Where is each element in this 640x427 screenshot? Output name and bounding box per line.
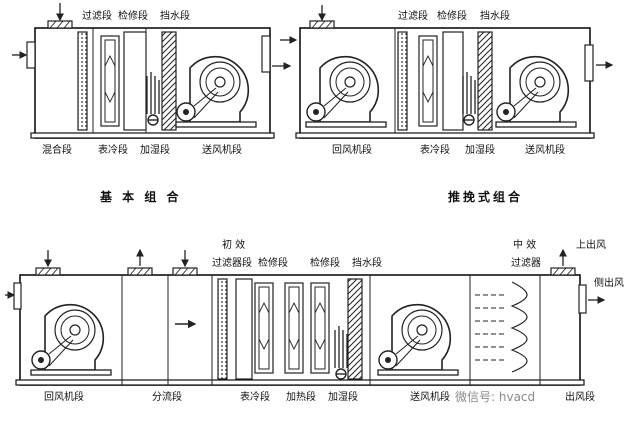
label-access-section-2: 检修段 bbox=[310, 258, 340, 269]
label-heating-section: 加热段 bbox=[286, 392, 316, 403]
label-return-fan-section: 回风机段 bbox=[44, 392, 84, 403]
title-basic-combination: 基 本 组 合 bbox=[100, 190, 182, 204]
title-push-pull-combination: 推挽式组合 bbox=[448, 190, 524, 204]
label-cooling-coil-section: 表冷段 bbox=[98, 145, 128, 156]
label-primary: 初 效 bbox=[222, 240, 246, 251]
label-medium-filter: 过滤器 bbox=[511, 258, 541, 269]
label-mixing-section: 混合段 bbox=[42, 145, 72, 156]
label-cooling-coil-section: 表冷段 bbox=[240, 392, 270, 403]
label-humidifier-section: 加湿段 bbox=[465, 145, 495, 156]
coil-icon bbox=[123, 31, 147, 131]
label-supply-fan-section: 送风机段 bbox=[202, 145, 242, 156]
label-humidifier-section: 加湿段 bbox=[328, 392, 358, 403]
fan-icon bbox=[175, 55, 257, 128]
label-filter-section: 过滤段 bbox=[398, 11, 428, 22]
diagram-push-pull bbox=[280, 5, 614, 139]
label-humidifier-section: 加湿段 bbox=[140, 145, 170, 156]
label-top-outlet: 上出风 bbox=[576, 240, 606, 251]
label-access-section: 检修段 bbox=[118, 11, 148, 22]
label-access-section: 检修段 bbox=[437, 11, 467, 22]
diagram-full bbox=[5, 248, 606, 386]
filter-icon bbox=[77, 31, 88, 131]
label-side-outlet: 侧出风 bbox=[594, 278, 624, 289]
label-filter-section: 过滤段 bbox=[82, 11, 112, 22]
label-medium: 中 效 bbox=[513, 240, 537, 251]
label-access-section: 检修段 bbox=[258, 258, 288, 269]
label-eliminator-section: 挡水段 bbox=[160, 11, 190, 22]
humidifier-icon bbox=[146, 71, 160, 126]
label-cooling-coil-section: 表冷段 bbox=[420, 145, 450, 156]
label-filter-section: 过滤器段 bbox=[212, 258, 252, 269]
label-outlet-section: 出风段 bbox=[565, 392, 595, 403]
label-eliminator-section: 挡水段 bbox=[480, 11, 510, 22]
label-return-fan-section: 回风机段 bbox=[332, 145, 372, 156]
watermark: 微信号: hvacd bbox=[455, 390, 536, 404]
label-eliminator-section: 挡水段 bbox=[352, 258, 382, 269]
damper-icon bbox=[47, 20, 73, 29]
label-supply-fan-section: 送风机段 bbox=[525, 145, 565, 156]
label-splitter-section: 分流段 bbox=[152, 392, 182, 403]
label-supply-fan-section: 送风机段 bbox=[410, 392, 450, 403]
diagram-basic bbox=[12, 3, 292, 139]
